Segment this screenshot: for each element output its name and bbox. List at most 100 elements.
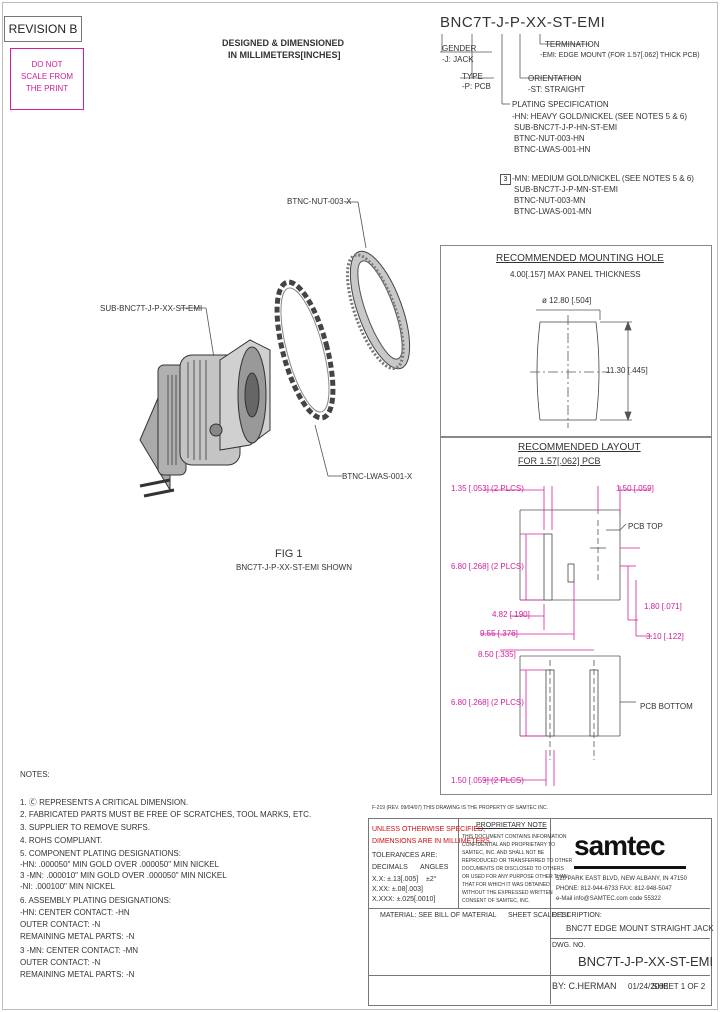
title-block bbox=[368, 818, 712, 1006]
washer-part bbox=[274, 279, 336, 421]
type-value: -P: PCB bbox=[462, 82, 491, 91]
description-value: BNC7T EDGE MOUNT STRAIGHT JACK bbox=[566, 924, 714, 933]
prop-line: THAT FOR WHICH IT WAS OBTAINED bbox=[462, 882, 550, 888]
description-label: DESCRIPTION: bbox=[552, 912, 602, 919]
dns-line-1: DO NOT bbox=[31, 60, 63, 69]
notes-title: NOTES: bbox=[20, 770, 50, 779]
dim-310: 3.10 [.122] bbox=[646, 632, 684, 641]
plating-heavy-1: -HN: HEAVY GOLD/NICKEL (SEE NOTES 5 & 6) bbox=[512, 112, 688, 121]
nut-part bbox=[345, 250, 411, 371]
samtec-logo-underline bbox=[574, 866, 686, 869]
note-line: REMAINING METAL PARTS: -N bbox=[20, 970, 135, 979]
layout-drawing bbox=[480, 486, 652, 786]
tb-divider-h2 bbox=[550, 938, 710, 939]
dim-850: 8.50 [.335] bbox=[478, 650, 516, 659]
address-1: 520 PARK EAST BLVD, NEW ALBANY, IN 47150 bbox=[556, 876, 687, 882]
note-line: OUTER CONTACT: -N bbox=[20, 920, 101, 929]
decimals-label: DECIMALS bbox=[372, 864, 408, 871]
mounting-hole-drawing bbox=[530, 309, 632, 428]
panel-thickness: 4.00[.157] MAX PANEL THICKNESS bbox=[510, 270, 641, 279]
type-label: TYPE bbox=[462, 72, 483, 81]
prop-line: DOCUMENTS OR DISCLOSED TO OTHERS bbox=[462, 866, 564, 872]
header-note-1: DESIGNED & DIMENSIONED bbox=[222, 38, 345, 48]
plating-medium-3: BTNC-NUT-003-MN bbox=[514, 196, 586, 205]
termination-label: TERMINATION bbox=[545, 40, 600, 49]
dim-680-a: 6.80 [.268] (2 PLCS) bbox=[451, 562, 524, 571]
dim-955: 9.55 [.376] bbox=[480, 629, 518, 638]
drawn-by: BY: C.HERMAN bbox=[552, 981, 617, 991]
note-line: 4. ROHS COMPLIANT. bbox=[20, 836, 103, 845]
plating-label: PLATING SPECIFICATION bbox=[512, 100, 609, 109]
nut-label: BTNC-NUT-003-X bbox=[287, 197, 352, 206]
part-code: BNC7T-J-P-XX-ST-EMI bbox=[440, 14, 606, 31]
tb-divider-v1 bbox=[458, 818, 459, 908]
address-2: PHONE: 812-944-6733 FAX: 812-948-5047 bbox=[556, 886, 672, 892]
sheet-scale: SHEET SCALE: 1:1 bbox=[508, 912, 570, 919]
pcb-bottom-label: PCB BOTTOM bbox=[640, 702, 693, 711]
prop-line: THIS DOCUMENT CONTAINS INFORMATION bbox=[462, 834, 567, 840]
layout-title: RECOMMENDED LAYOUT bbox=[518, 442, 641, 453]
orientation-value: -ST: STRAIGHT bbox=[528, 85, 585, 94]
connector-illustration bbox=[139, 201, 411, 498]
dim-135: 1.35 [.053] (2 PLCS) bbox=[451, 484, 524, 493]
drawn-date: 01/24/2008 bbox=[628, 982, 669, 991]
prop-line: CONFIDENTIAL AND PROPRIETARY TO bbox=[462, 842, 555, 848]
plating-medium-4: BTNC-LWAS-001-MN bbox=[514, 207, 592, 216]
note-line: 3. SUPPLIER TO REMOVE SURFS. bbox=[20, 823, 150, 832]
note-line: 1. Ⓒ REPRESENTS A CRITICAL DIMENSION. bbox=[20, 798, 189, 807]
tb-divider-h1 bbox=[368, 908, 710, 909]
plating-medium-2: SUB-BNC7T-J-P-MN-ST-EMI bbox=[514, 185, 618, 194]
dns-line-3: THE PRINT bbox=[25, 84, 69, 93]
dim-482: 4.82 [.190] bbox=[492, 610, 530, 619]
termination-value: -EMI: EDGE MOUNT (FOR 1.57[.062] THICK P… bbox=[540, 52, 700, 59]
note-line: 6. ASSEMBLY PLATING DESIGNATIONS: bbox=[20, 896, 172, 905]
material-note: MATERIAL: SEE BILL OF MATERIAL bbox=[380, 912, 497, 919]
gender-value: -J: JACK bbox=[442, 55, 474, 64]
gender-label: GENDER bbox=[442, 44, 477, 53]
dim-680-b: 6.80 [.268] (2 PLCS) bbox=[451, 698, 524, 707]
prop-line: OR USED FOR ANY PURPOSE OTHER THAN bbox=[462, 874, 568, 880]
angles-label: ANGLES bbox=[420, 864, 449, 871]
red-note-1: UNLESS OTHERWISE SPECIFIED, bbox=[372, 826, 486, 833]
tolerances-label: TOLERANCES ARE: bbox=[372, 852, 438, 859]
note-line: -HN: CENTER CONTACT: -HN bbox=[20, 908, 130, 917]
note-line: 5. COMPONENT PLATING DESIGNATIONS: bbox=[20, 849, 181, 858]
dim-150-top: 1.50 [.059] bbox=[616, 484, 654, 493]
hole-diameter: ø 12.80 [.504] bbox=[542, 296, 592, 305]
layout-panel bbox=[440, 437, 712, 795]
fine-print: F-219 (REV. 09/04/07) THIS DRAWING IS TH… bbox=[372, 805, 548, 811]
washer-label: BTNC-LWAS-001-X bbox=[342, 472, 413, 481]
plating-heavy-2: SUB-BNC7T-J-P-HN-ST-EMI bbox=[514, 123, 618, 132]
dwg-number: BNC7T-J-P-XX-ST-EMI bbox=[578, 954, 714, 969]
prop-line: REPRODUCED OR TRANSFERRED TO OTHER bbox=[462, 858, 573, 864]
note-line: 2. FABRICATED PARTS MUST BE FREE OF SCRA… bbox=[20, 810, 312, 819]
orientation-label: ORIENTATION bbox=[528, 74, 582, 83]
pcb-top-label: PCB TOP bbox=[628, 522, 663, 531]
note-line: -HN: .000050" MIN GOLD OVER .000050" MIN… bbox=[20, 860, 220, 869]
note-line: OUTER CONTACT: -N bbox=[20, 958, 101, 967]
sheet-number: SHEET 1 OF 2 bbox=[652, 982, 706, 991]
samtec-logo: samtec bbox=[574, 830, 666, 861]
mn-marker: 3 bbox=[500, 174, 511, 185]
note-line: -NI: .000100" MIN NICKEL bbox=[20, 882, 115, 891]
sub-label: SUB-BNC7T-J-P-XX-ST-EMI bbox=[100, 304, 203, 313]
tol-line-2: X.XX: ±.08[.003] bbox=[372, 886, 423, 893]
header-note-2: IN MILLIMETERS[INCHES] bbox=[228, 50, 341, 60]
fig-title: FIG 1 bbox=[275, 548, 303, 560]
address-3: e-Mail info@SAMTEC.com code 55322 bbox=[556, 896, 661, 902]
red-note-2: DIMENSIONS ARE IN MILLIMETERS. bbox=[372, 838, 492, 845]
tb-divider-h3 bbox=[368, 975, 710, 976]
mounting-hole-title: RECOMMENDED MOUNTING HOLE bbox=[496, 253, 664, 264]
plating-heavy-4: BTNC-LWAS-001-HN bbox=[514, 145, 591, 154]
hole-height: 11.30 [.445] bbox=[606, 366, 648, 375]
prop-line: SAMTEC, INC. AND SHALL NOT BE bbox=[462, 850, 545, 856]
dns-line-2: SCALE FROM bbox=[20, 72, 73, 81]
plating-heavy-3: BTNC-NUT-003-HN bbox=[514, 134, 585, 143]
dim-180: 1.80 [.071] bbox=[644, 602, 682, 611]
tb-divider-v2 bbox=[550, 818, 551, 1004]
fig-subtitle: BNC7T-J-P-XX-ST-EMI SHOWN bbox=[236, 563, 353, 572]
angle-tol: ±2° bbox=[426, 876, 437, 883]
note-line: 3 -MN: .000010" MIN GOLD OVER .000050" M… bbox=[20, 871, 227, 880]
note-line: REMAINING METAL PARTS: -N bbox=[20, 932, 135, 941]
